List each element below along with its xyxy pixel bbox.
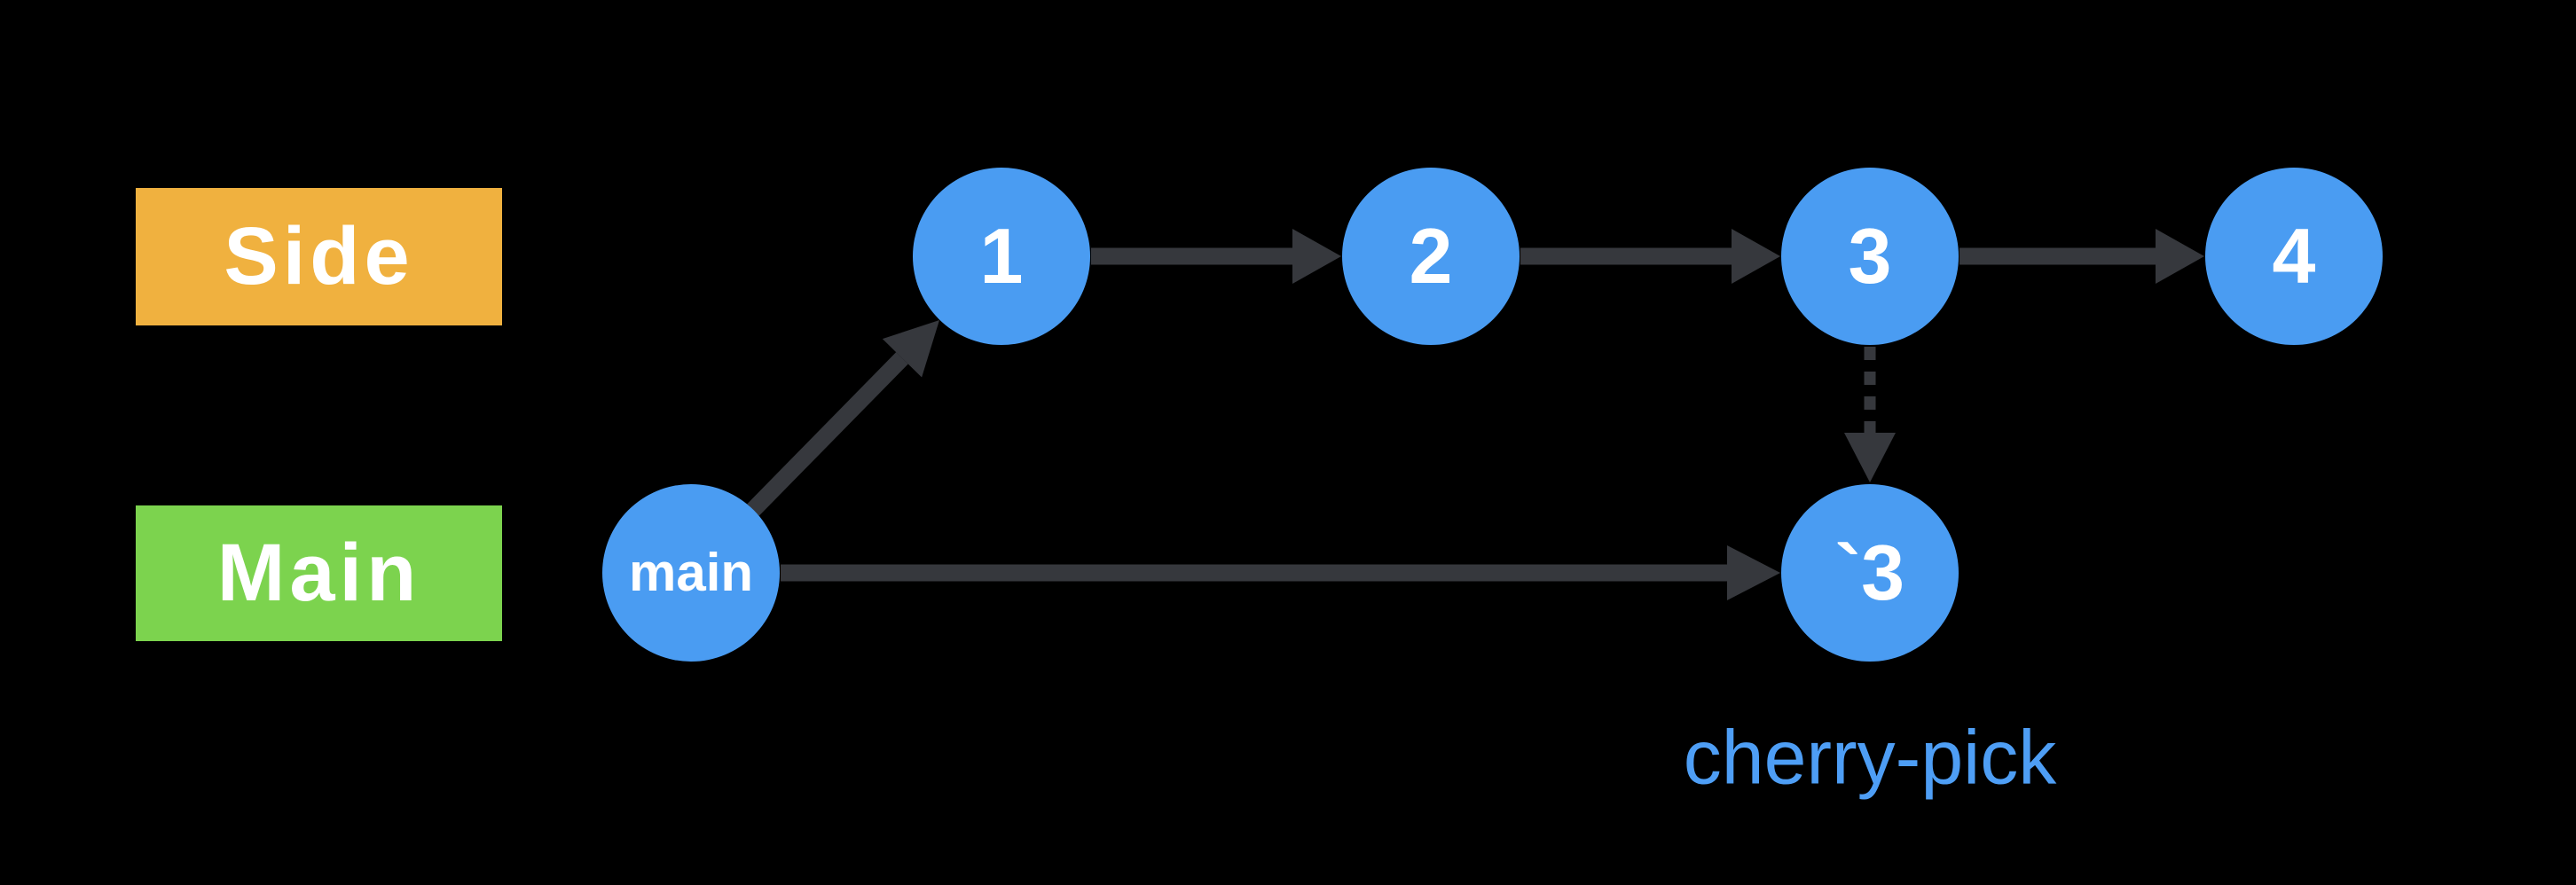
edge-3-to-3prime: [1844, 347, 1896, 482]
arrowhead-icon: [1844, 433, 1896, 482]
commit-node-label: 4: [2272, 212, 2316, 300]
branch-label-text: Side: [224, 211, 414, 302]
arrowhead-icon: [2156, 229, 2204, 284]
edge-2-to-3: [1520, 229, 1780, 284]
commit-node-label: main: [628, 543, 754, 602]
commit-node-label: 3: [1848, 212, 1892, 300]
edge-main-to-3prime: [781, 545, 1780, 600]
commit-node-1: 1: [913, 168, 1090, 345]
branch-label-main: Main: [136, 505, 502, 641]
arrowhead-icon: [1727, 545, 1780, 600]
commit-node-2: 2: [1342, 168, 1520, 345]
cherry-pick-label: cherry-pick: [1683, 715, 2057, 801]
arrowhead-icon: [882, 320, 939, 378]
commit-node-label: 1: [979, 212, 1024, 300]
commit-node-4: 4: [2205, 168, 2383, 345]
arrowhead-icon: [1732, 229, 1780, 284]
commit-node-label: `3: [1834, 529, 1905, 616]
arrowhead-icon: [1292, 229, 1341, 284]
commit-node-main: main: [602, 484, 780, 662]
edge-3-to-4: [1959, 229, 2204, 284]
edge-line-main-to-1: [747, 352, 908, 516]
commit-node-label: 2: [1409, 212, 1453, 300]
edge-main-to-1: [747, 320, 939, 516]
branch-label-text: Main: [216, 528, 421, 618]
commit-node-3-prime: `3: [1781, 484, 1959, 662]
edge-1-to-2: [1091, 229, 1341, 284]
branch-label-side: Side: [136, 188, 502, 325]
commit-node-3: 3: [1781, 168, 1959, 345]
